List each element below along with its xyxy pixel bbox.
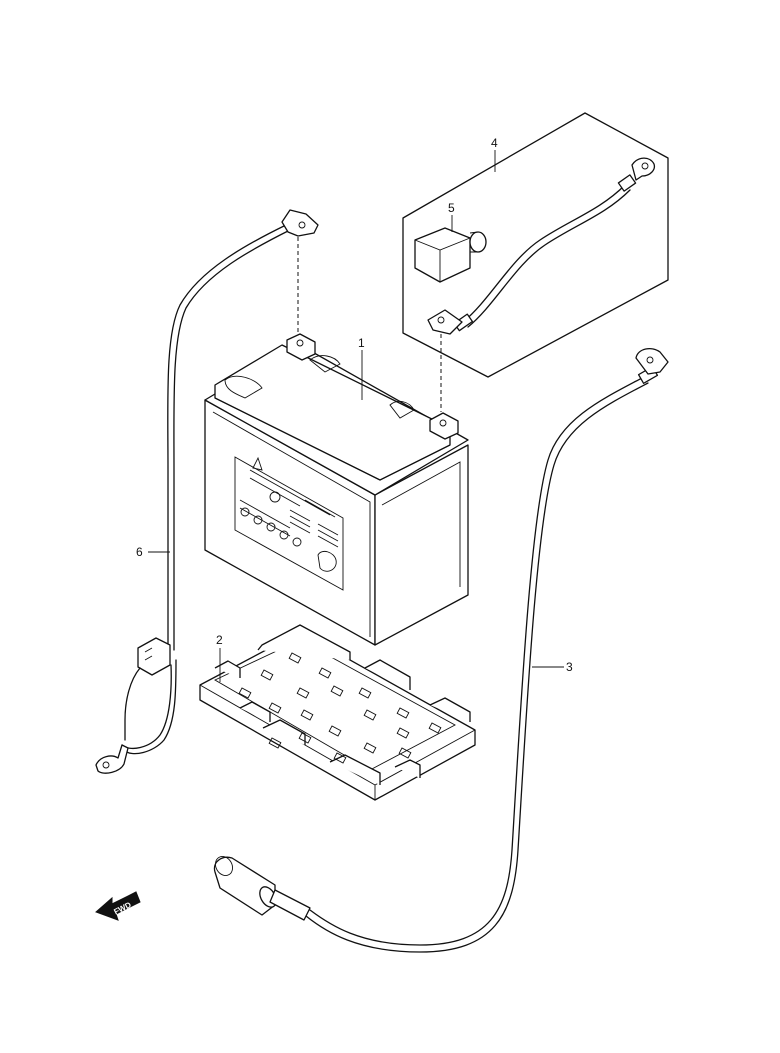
callout-2: 2 [216, 633, 223, 647]
battery-tray-part[interactable] [199, 624, 476, 801]
terminal-cover-part[interactable] [414, 227, 487, 283]
forward-arrow-icon: FWD [95, 891, 141, 921]
ground-cable-part[interactable] [212, 347, 669, 953]
callout-1: 1 [358, 336, 365, 350]
callout-4: 4 [491, 136, 498, 150]
callout-5: 5 [448, 201, 455, 215]
alignment-lines [297, 230, 442, 412]
leader-lines [148, 150, 564, 682]
callout-6: 6 [136, 545, 143, 559]
battery-cable-part[interactable] [427, 157, 656, 335]
battery-part[interactable] [204, 333, 469, 646]
lead-wire-part[interactable] [95, 209, 319, 774]
inset-panel [402, 112, 669, 378]
callout-3: 3 [566, 660, 573, 674]
